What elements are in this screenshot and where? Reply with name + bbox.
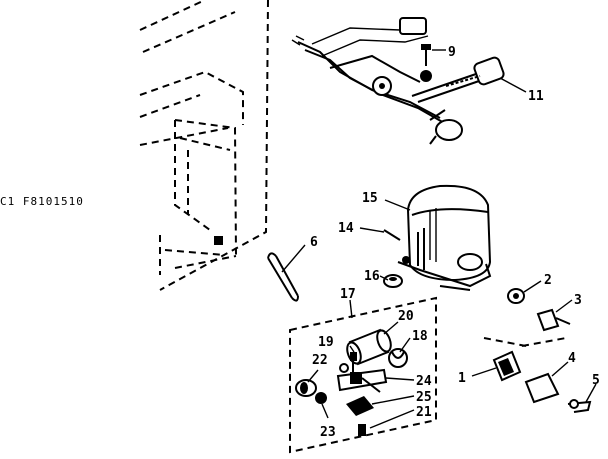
screw-21 bbox=[358, 424, 366, 436]
callout-20: 20 bbox=[398, 309, 414, 324]
figure-code: C1 F8101510 bbox=[0, 195, 84, 208]
insulator-25 bbox=[346, 396, 374, 416]
callout-23: 23 bbox=[320, 425, 336, 440]
callout-6: 6 bbox=[310, 235, 318, 250]
callout-19: 19 bbox=[318, 335, 334, 350]
grommet-16 bbox=[383, 274, 403, 288]
callout-16: 16 bbox=[364, 269, 380, 284]
compressor bbox=[397, 184, 492, 291]
clip-5 bbox=[567, 399, 592, 413]
grommet-2 bbox=[507, 288, 525, 304]
screw-9 bbox=[420, 44, 432, 82]
relay-bracket-24 bbox=[336, 363, 388, 393]
relay-1 bbox=[483, 337, 567, 382]
cover-4 bbox=[524, 372, 560, 404]
callout-5: 5 bbox=[592, 373, 600, 388]
overload-22 bbox=[295, 379, 317, 397]
callout-2: 2 bbox=[544, 273, 552, 288]
callout-4: 4 bbox=[568, 351, 576, 366]
plug-connector bbox=[473, 56, 505, 86]
connector-top bbox=[399, 17, 427, 35]
callout-21: 21 bbox=[416, 405, 432, 420]
connector-end bbox=[435, 119, 463, 141]
screw-19 bbox=[350, 352, 357, 374]
callout-24: 24 bbox=[416, 374, 432, 389]
cover-18 bbox=[388, 348, 408, 368]
pin-14 bbox=[383, 229, 401, 241]
callout-3: 3 bbox=[574, 293, 582, 308]
callout-11: 11 bbox=[528, 89, 544, 104]
callout-15: 15 bbox=[362, 191, 378, 206]
nut-23 bbox=[315, 392, 327, 404]
tube-6 bbox=[267, 252, 299, 302]
callout-9: 9 bbox=[448, 45, 456, 60]
callout-18: 18 bbox=[412, 329, 428, 344]
start-kit-box bbox=[289, 296, 437, 454]
wiring-harness bbox=[291, 17, 505, 145]
callout-14: 14 bbox=[338, 221, 354, 236]
cabinet-outline bbox=[139, 0, 269, 291]
callout-25: 25 bbox=[416, 390, 432, 405]
fitting-3 bbox=[536, 308, 571, 332]
callout-1: 1 bbox=[458, 371, 466, 386]
callout-17: 17 bbox=[340, 287, 356, 302]
leader-lines bbox=[281, 49, 597, 429]
callout-22: 22 bbox=[312, 353, 328, 368]
